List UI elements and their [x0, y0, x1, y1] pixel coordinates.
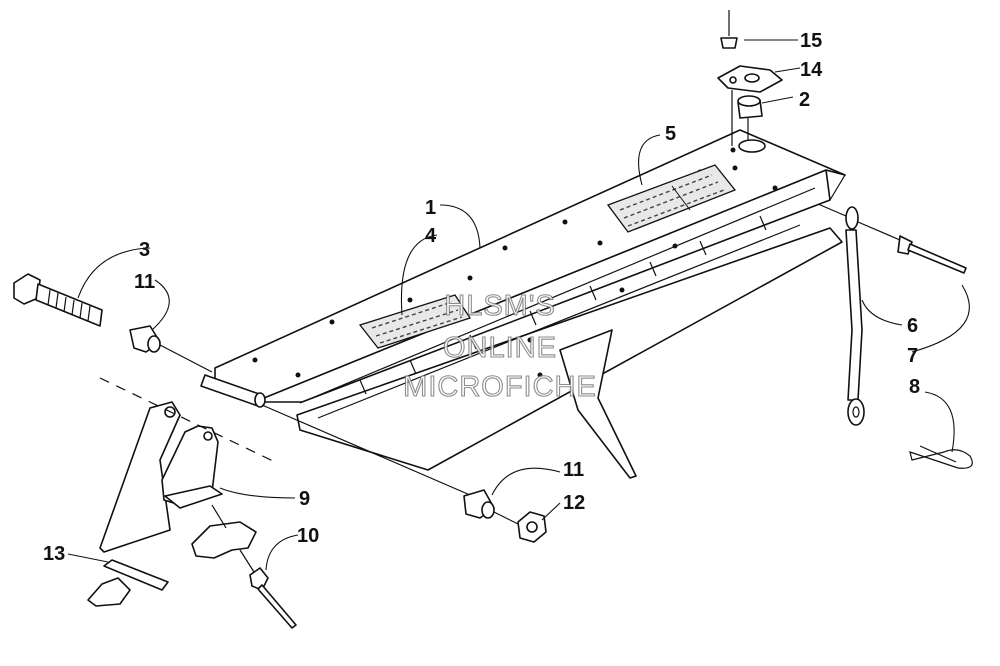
axis-line-bolt: [159, 344, 213, 373]
callout-10: 10: [297, 525, 319, 547]
axis-line-strap: [817, 203, 847, 217]
callout-8: 8: [909, 376, 920, 398]
hinge-tube-end: [254, 392, 266, 408]
watermark-line-3: MICROFICHE: [403, 371, 597, 403]
hinge-rod: [299, 187, 816, 404]
watermark: HLSM'S ONLINE MICROFICHE: [403, 289, 597, 403]
clip-8: [909, 445, 973, 469]
axis-line-nut: [493, 511, 519, 525]
callout-13: 13: [43, 543, 65, 565]
screw-15: [720, 10, 738, 49]
callout-7: 7: [907, 345, 918, 367]
bushing-11-lower: [463, 489, 495, 519]
callout-6: 6: [907, 315, 918, 337]
callout-12: 12: [563, 492, 585, 514]
mount-hole: [738, 139, 766, 153]
callout-9: 9: [299, 488, 310, 510]
bolt-3: [13, 273, 103, 327]
callout-2: 2: [799, 89, 810, 111]
mount-hole-small: [730, 147, 736, 153]
seat-base-ridge: [263, 169, 846, 399]
axis-line-lower: [261, 404, 471, 496]
seat-base-fin: [559, 329, 637, 479]
watermark-line-1: HLSM'S: [444, 290, 555, 322]
callout-11-lower: 11: [563, 459, 584, 481]
watermark-line-2: ONLINE: [443, 332, 557, 364]
axis-line-pin7: [857, 221, 901, 241]
hinge-knuckles: [359, 215, 767, 395]
bushing-11-upper: [129, 325, 161, 353]
axis-line-bracket: [99, 377, 276, 463]
decal-4: [358, 294, 472, 349]
grommet-2: [737, 95, 763, 119]
callout-4: 4: [425, 225, 437, 247]
latch-piece: [191, 521, 257, 559]
callout-14: 14: [800, 59, 823, 81]
pin-10: [249, 567, 297, 629]
strap-6: [845, 206, 865, 426]
axis-line-pin: [239, 549, 255, 573]
nut-12: [517, 511, 547, 543]
plate-14: [717, 65, 783, 93]
callout-3: 3: [139, 239, 150, 261]
axis-line-latch: [211, 504, 227, 529]
callout-5: 5: [665, 123, 676, 145]
callout-1: 1: [425, 197, 436, 219]
callout-labels: 1 2 3 4 5 6 7 8 9 10 11 11 12 13 14 15: [43, 30, 920, 565]
hinge-rod-lower: [317, 224, 801, 419]
leader-lines: [67, 39, 970, 571]
pin-7: [897, 235, 967, 274]
callout-11-upper: 11: [134, 271, 155, 293]
decal-5: [606, 164, 737, 233]
pad-13: [87, 559, 169, 607]
bracket-9: [99, 401, 223, 553]
callout-15: 15: [800, 30, 822, 52]
